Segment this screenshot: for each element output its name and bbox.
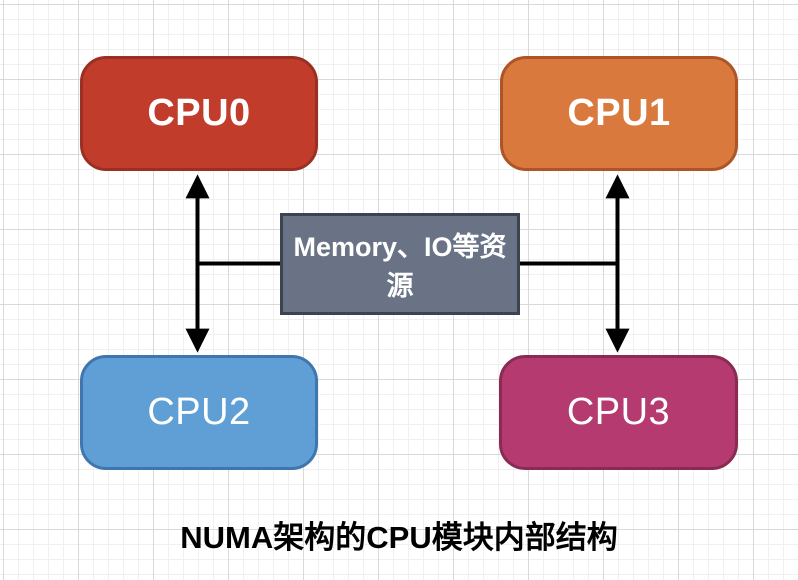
node-cpu1: CPU1 bbox=[500, 56, 738, 171]
node-cpu0: CPU0 bbox=[80, 56, 318, 171]
node-cpu3: CPU3 bbox=[499, 355, 738, 470]
node-cpu2: CPU2 bbox=[80, 355, 318, 470]
node-cpu2-label: CPU2 bbox=[147, 391, 251, 433]
diagram-title: NUMA架构的CPU模块内部结构 bbox=[180, 520, 618, 555]
node-cpu1-label: CPU1 bbox=[567, 92, 671, 134]
node-memory-io-label: Memory、IO等资源 bbox=[293, 232, 507, 301]
node-memory-io: Memory、IO等资源 bbox=[280, 213, 520, 315]
node-cpu3-label: CPU3 bbox=[566, 391, 671, 433]
node-cpu0-label: CPU0 bbox=[147, 92, 251, 134]
